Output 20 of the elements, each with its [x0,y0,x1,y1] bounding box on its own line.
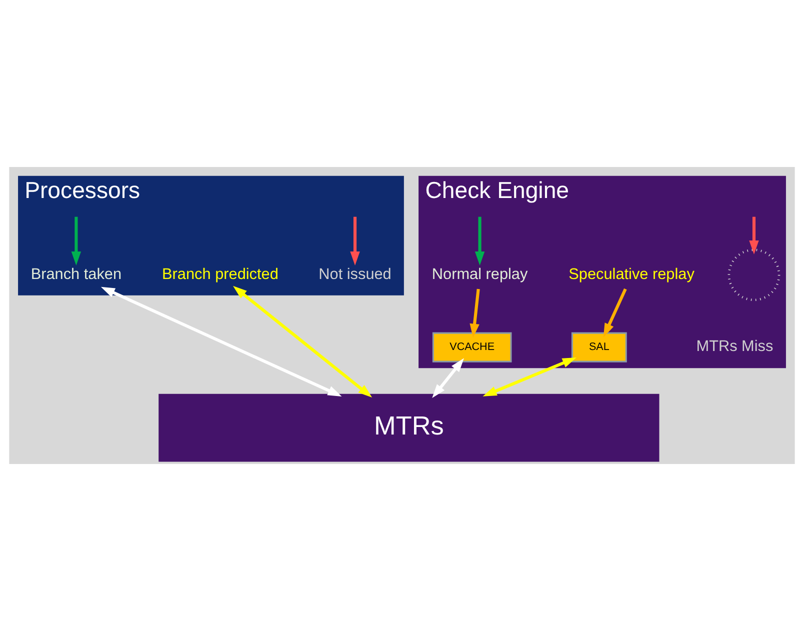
arrow [100,286,342,396]
arrow [749,216,759,254]
node-box: MTRs [158,394,660,462]
arrow [470,288,480,338]
node-text: Normal replay [432,266,528,283]
node-box: VCACHE [432,332,512,362]
arrow [474,216,485,266]
node-text: Branch taken [30,266,122,283]
node-text: Speculative replay [568,266,694,283]
node-text: Not issued [318,266,392,283]
arrow [482,358,576,396]
arrow [71,216,82,266]
node-circle [728,248,780,302]
arrow [350,216,360,266]
node-text: Branch predicted [162,266,278,283]
arrow [432,358,464,398]
arrow [603,288,627,338]
node-box: SAL [571,332,627,362]
node-text: MTRs Miss [696,338,774,356]
arrow [233,286,372,398]
